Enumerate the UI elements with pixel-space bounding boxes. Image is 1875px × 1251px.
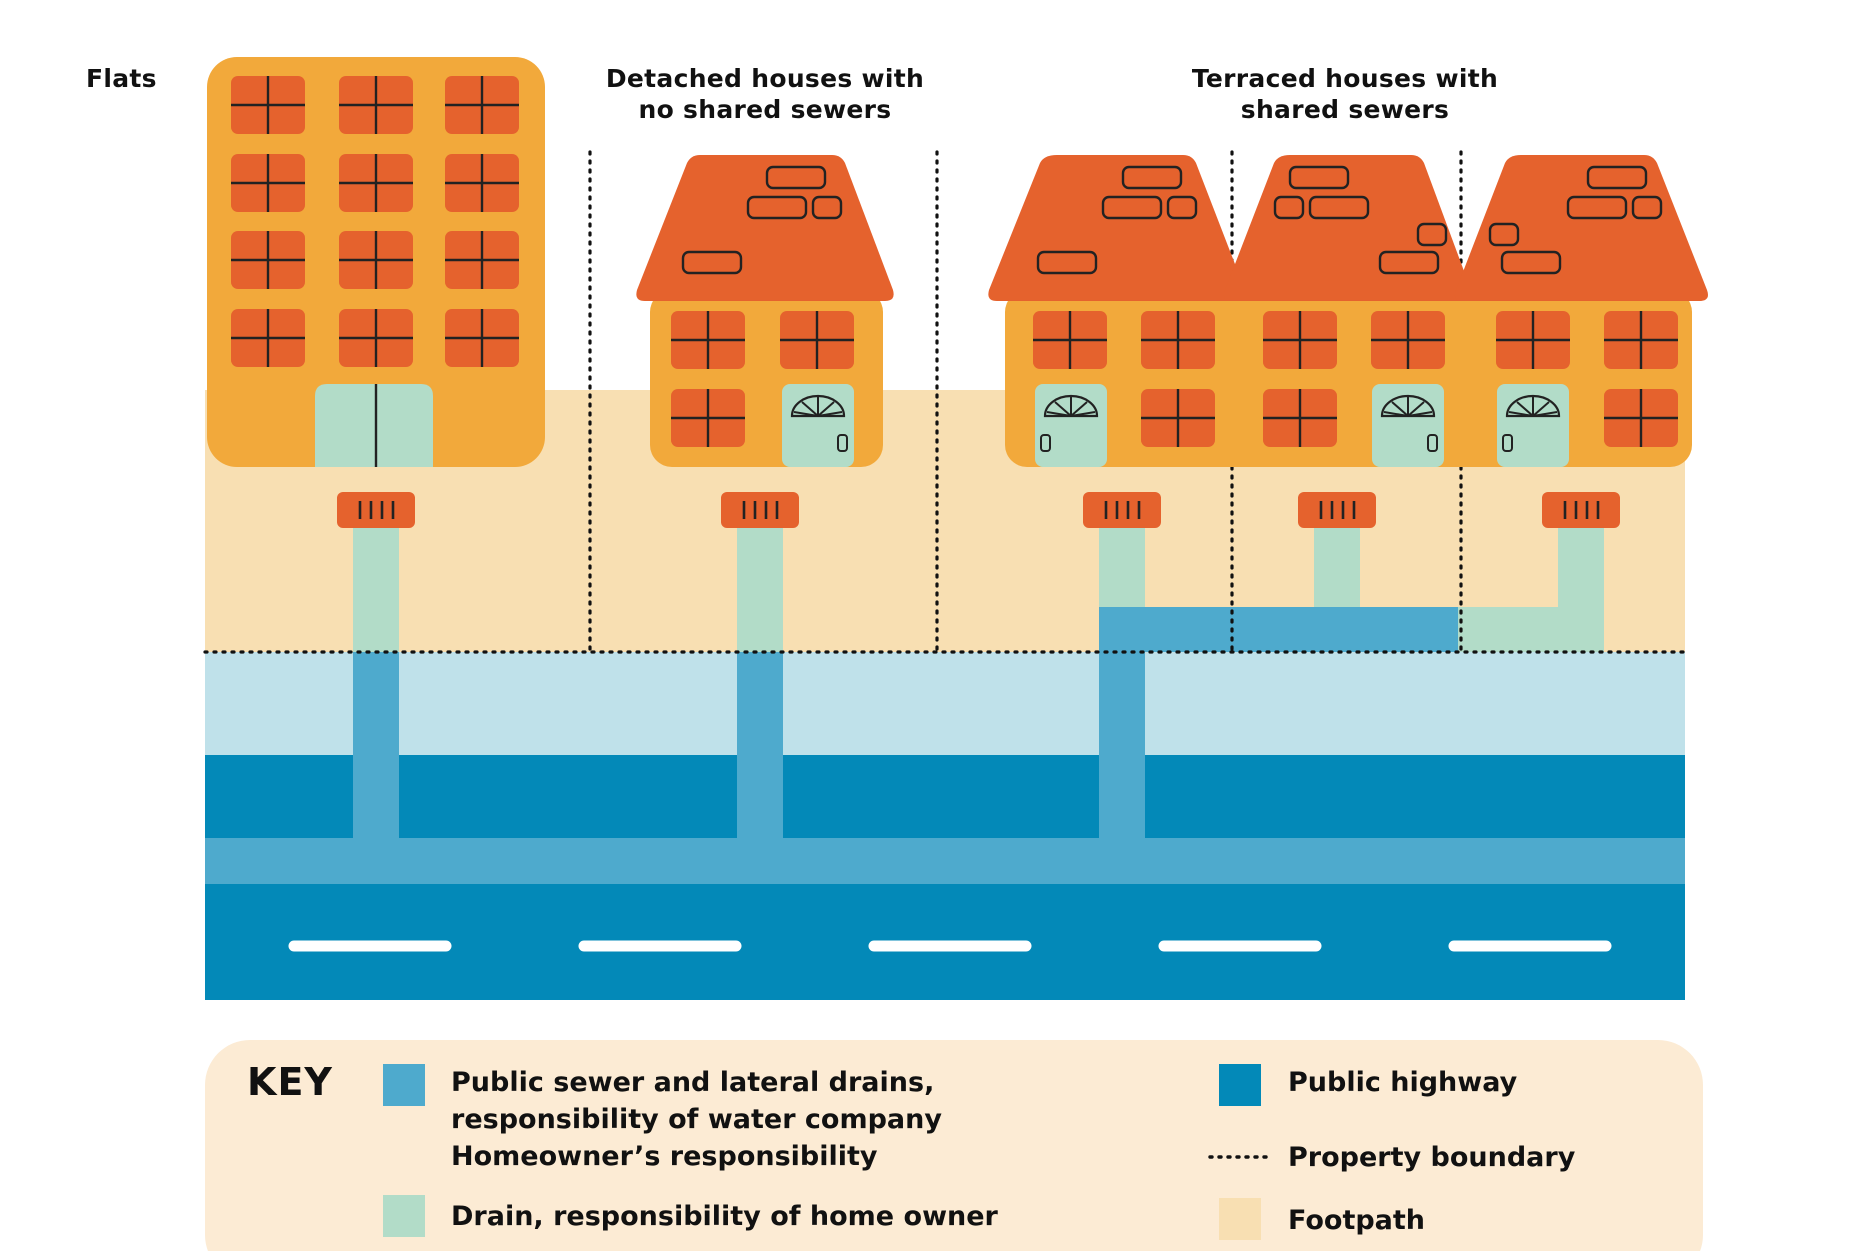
window-icon bbox=[1261, 309, 1339, 371]
lateral-drain-terraced bbox=[1099, 652, 1145, 842]
window-icon bbox=[337, 307, 415, 369]
key-swatch-public-sewer bbox=[383, 1064, 425, 1106]
window-icon bbox=[1369, 309, 1447, 371]
property-boundaries bbox=[203, 150, 1687, 654]
door-icon bbox=[1497, 384, 1569, 467]
window-icon bbox=[229, 152, 307, 214]
label-terraced-houses: Terraced houses with shared sewers bbox=[1191, 64, 1499, 124]
window-icon bbox=[778, 309, 856, 371]
key-panel bbox=[205, 1040, 1703, 1251]
key-title: KEY bbox=[247, 1060, 333, 1104]
lateral-drain-flats bbox=[353, 652, 399, 842]
window-icon bbox=[443, 74, 521, 136]
private-drain-terraced-2 bbox=[1314, 520, 1360, 607]
key-highway-label: Public highway bbox=[1288, 1067, 1518, 1098]
private-drain-detached bbox=[737, 520, 783, 652]
window-icon bbox=[1139, 309, 1217, 371]
key-drain-label: Drain, responsibility of home owner bbox=[451, 1201, 998, 1232]
window-icon bbox=[1031, 309, 1109, 371]
door-icon bbox=[1035, 384, 1107, 467]
window-icon bbox=[1494, 309, 1572, 371]
public-sewer-main bbox=[205, 838, 1685, 884]
flats-building bbox=[207, 57, 545, 467]
window-icon bbox=[443, 152, 521, 214]
window-icon bbox=[443, 307, 521, 369]
label-detached-houses: Detached houses with no shared sewers bbox=[605, 64, 925, 124]
key-boundary-label: Property boundary bbox=[1288, 1142, 1576, 1173]
key-swatch-drain bbox=[383, 1195, 425, 1237]
window-icon bbox=[229, 307, 307, 369]
window-icon bbox=[229, 229, 307, 291]
drain-grate-icon bbox=[1296, 490, 1378, 530]
detached-house bbox=[636, 155, 894, 467]
window-icon bbox=[1139, 387, 1217, 449]
door-icon bbox=[1372, 384, 1444, 467]
terraced-houses bbox=[988, 155, 1708, 467]
drain-grate-icon bbox=[335, 490, 417, 530]
key-swatch-highway bbox=[1219, 1064, 1261, 1106]
window-icon bbox=[229, 74, 307, 136]
verge-area bbox=[205, 652, 1685, 755]
window-icon bbox=[1602, 309, 1680, 371]
window-icon bbox=[443, 229, 521, 291]
window-icon bbox=[337, 74, 415, 136]
private-drain-flats bbox=[353, 520, 399, 652]
window-icon bbox=[669, 309, 747, 371]
window-icon bbox=[337, 229, 415, 291]
drain-grate-icon bbox=[719, 490, 801, 530]
private-drain-terraced-1 bbox=[1099, 520, 1145, 607]
drain-grate-icon bbox=[1540, 490, 1622, 530]
label-flats: Flats bbox=[86, 64, 157, 93]
window-icon bbox=[1602, 387, 1680, 449]
window-icon bbox=[669, 387, 747, 449]
shared-sewer-terraced bbox=[1099, 607, 1458, 652]
key-footpath-label: Footpath bbox=[1288, 1205, 1426, 1236]
door-icon bbox=[782, 384, 854, 467]
private-drain-terraced-3 bbox=[1458, 520, 1604, 652]
key-public-sewer-label: Public sewer and lateral drains, respons… bbox=[451, 1067, 942, 1172]
door-icon bbox=[315, 384, 433, 467]
drain-grate-icon bbox=[1081, 490, 1163, 530]
window-icon bbox=[1261, 387, 1339, 449]
lateral-drain-detached bbox=[737, 652, 783, 842]
key-swatch-footpath bbox=[1219, 1198, 1261, 1240]
window-icon bbox=[337, 152, 415, 214]
